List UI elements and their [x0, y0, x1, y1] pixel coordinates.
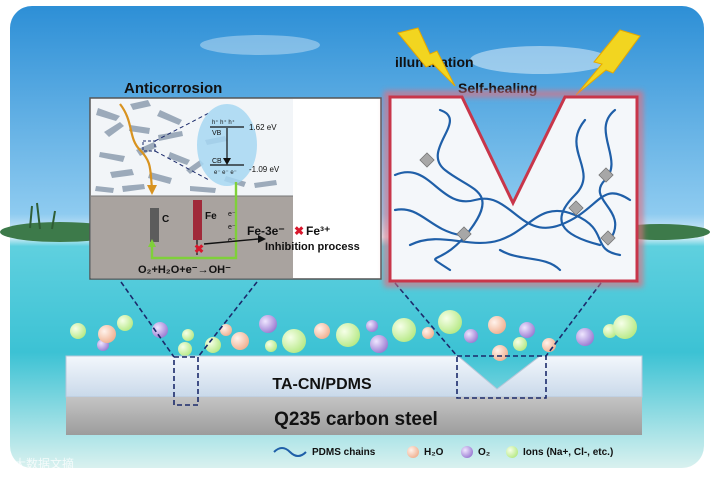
block-mark-icon-2: ✖ [294, 224, 304, 238]
fe-reaction-left: Fe-3e⁻ [247, 224, 285, 238]
watermark: 大数据文摘 [14, 456, 74, 471]
substrate-label: Q235 carbon steel [274, 409, 438, 430]
vb-energy: 1.62 eV [249, 123, 277, 132]
iron-electrode [193, 200, 202, 240]
legend-oxygen-label: O₂ [478, 447, 490, 458]
inhibition-text: Inhibition process [265, 241, 360, 253]
legend-water-label: H₂O [424, 447, 444, 458]
electron-label-1: e⁻ [228, 211, 236, 218]
coating-label: TA-CN/PDMS [272, 376, 372, 393]
hole-label: h⁺ h⁺ h⁺ [212, 119, 235, 126]
block-mark-icon: ✖ [194, 242, 204, 256]
carbon-electrode [150, 208, 159, 242]
oxygen-particle-icon [461, 446, 473, 458]
electron-label: e⁻ e⁻ e⁻ [214, 170, 237, 176]
legend-ions-label: Ions (Na+, Cl-, etc.) [523, 447, 613, 458]
water-particle-icon [407, 446, 419, 458]
vb-label: VB [212, 130, 222, 137]
cb-energy: -1.09 eV [249, 165, 280, 174]
carbon-label: C [162, 214, 169, 225]
fe-reaction-right: Fe³⁺ [306, 224, 330, 238]
legend-pdms-label: PDMS chains [312, 447, 376, 458]
cloud [470, 46, 610, 74]
iron-label: Fe [205, 211, 217, 222]
oxygen-reaction: O₂+H₂O+e⁻→OH⁻ [138, 264, 231, 276]
anticorrosion-title: Anticorrosion [124, 80, 222, 97]
ion-particle-icon [506, 446, 518, 458]
cb-label: CB [212, 158, 222, 165]
cloud [200, 35, 320, 55]
electron-label-2: e⁻ [228, 224, 236, 231]
